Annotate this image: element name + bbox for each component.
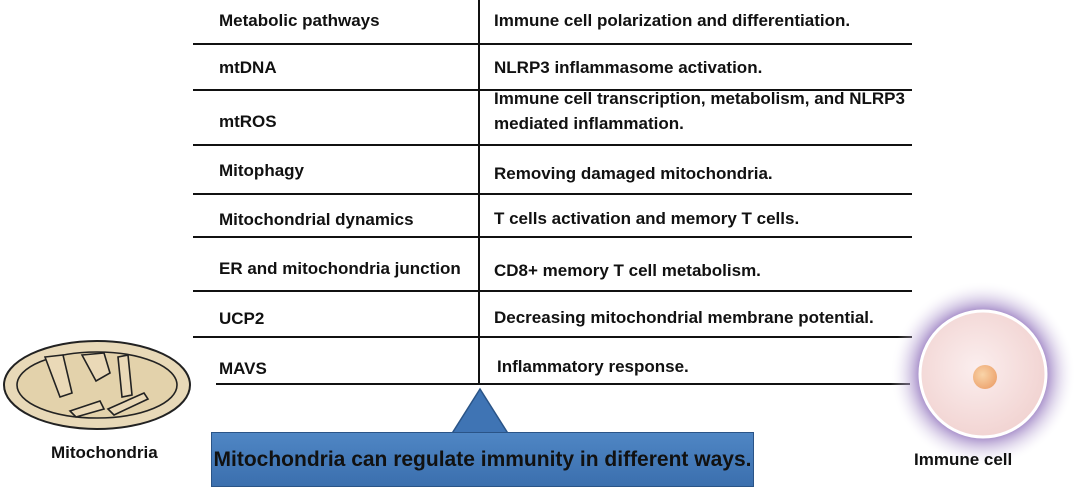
row-label-ucp2: UCP2 [219, 309, 265, 328]
row-label-mitophagy: Mitophagy [219, 161, 304, 180]
mitochondria-crista [106, 391, 150, 416]
summary-banner: Mitochondria can regulate immunity in di… [211, 432, 754, 487]
row-rule [193, 144, 912, 146]
mitochondria-label: Mitochondria [51, 443, 158, 462]
row-rule [216, 383, 910, 385]
row-label-metabolic-pathways: Metabolic pathways [219, 11, 380, 30]
row-desc-mitochondrial-dynamics: T cells activation and memory T cells. [494, 209, 800, 228]
row-label-mavs: MAVS [219, 359, 267, 378]
summary-banner-text: Mitochondria can regulate immunity in di… [213, 447, 752, 471]
row-rule [193, 43, 912, 45]
row-desc-metabolic-pathways: Immune cell polarization and differentia… [494, 11, 851, 30]
row-rule [193, 193, 912, 195]
mitochondria-crista [43, 354, 73, 399]
row-rule [193, 290, 912, 292]
row-desc-mtros-line2: mediated inflammation. [494, 114, 684, 133]
immune-cell-illustration [890, 282, 1075, 467]
row-desc-mtros-line1: Immune cell transcription, metabolism, a… [494, 89, 905, 108]
mitochondria-illustration [3, 340, 191, 430]
row-desc-ucp2: Decreasing mitochondrial membrane potent… [494, 308, 874, 327]
table-divider [478, 0, 480, 384]
row-label-mitochondrial-dynamics: Mitochondrial dynamics [219, 210, 414, 229]
row-desc-mtdna: NLRP3 inflammasome activation. [494, 58, 763, 77]
row-label-mtros: mtROS [219, 112, 277, 131]
mitochondria-crista [80, 352, 111, 383]
row-rule [193, 336, 912, 338]
row-label-er-junction: ER and mitochondria junction [219, 259, 461, 278]
mitochondria-crista [117, 354, 133, 398]
row-rule [193, 89, 912, 91]
row-rule [193, 236, 912, 238]
row-label-mtdna: mtDNA [219, 58, 277, 77]
mitochondria-crista [68, 400, 106, 418]
row-desc-er-junction: CD8+ memory T cell metabolism. [494, 261, 761, 280]
fulcrum-triangle [449, 387, 511, 436]
immune-cell-label: Immune cell [914, 450, 1013, 469]
row-desc-mavs: Inflammatory response. [497, 357, 689, 376]
immune-cell-nucleus [973, 365, 997, 389]
row-desc-mitophagy: Removing damaged mitochondria. [494, 164, 773, 183]
